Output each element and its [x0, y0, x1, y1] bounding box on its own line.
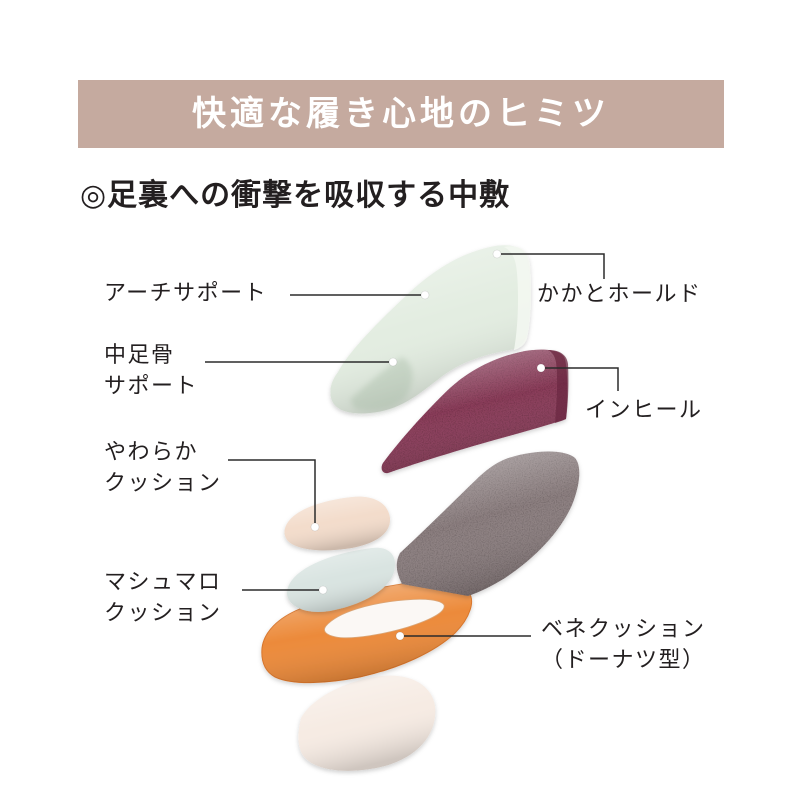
label-heel-hold: かかとホールド	[537, 279, 702, 310]
label-line: サポート	[104, 374, 199, 399]
leader-in-heel	[545, 367, 619, 391]
soft-cushion-pad	[284, 496, 391, 551]
label-arch-support: アーチサポート	[104, 278, 267, 309]
label-line: （ドーナツ型）	[541, 648, 706, 673]
label-soft-cushion: やわらか クッション	[104, 437, 222, 499]
marker-marshmallow-cushion	[318, 585, 328, 595]
label-line: アーチサポート	[104, 281, 268, 306]
label-marshmallow-cushion: マシュマロ クッション	[104, 567, 222, 629]
label-line: マシュマロ	[104, 570, 222, 595]
header-bar: 快適な履き心地のヒミツ	[78, 80, 724, 148]
leader-soft-cushion	[228, 459, 316, 523]
label-line: インヒール	[585, 398, 703, 423]
leader-heel-hold	[501, 253, 605, 279]
page-title: 快適な履き心地のヒミツ	[192, 94, 610, 134]
label-line: クッション	[104, 601, 222, 626]
label-line: クッション	[104, 471, 222, 496]
label-metatarsal-support: 中足骨 サポート	[104, 340, 198, 402]
section-heading: ◎足裏への衝撃を吸収する中敷	[80, 178, 511, 213]
label-line: ベネクッション	[541, 617, 706, 642]
label-line: やわらか	[104, 440, 199, 465]
felt-top-layer	[396, 451, 580, 596]
marker-arch-support	[420, 290, 430, 300]
bottom-pad	[298, 675, 436, 771]
marker-heel-hold	[492, 249, 502, 259]
label-line: かかとホールド	[537, 282, 702, 307]
label-bene-cushion: ベネクッション （ドーナツ型）	[541, 614, 706, 676]
marker-in-heel	[536, 363, 546, 373]
marker-bene-cushion	[395, 631, 405, 641]
marker-metatarsal-support	[388, 357, 398, 367]
marker-soft-cushion	[310, 522, 320, 532]
label-line: 中足骨	[104, 343, 175, 368]
label-in-heel: インヒール	[585, 395, 703, 426]
